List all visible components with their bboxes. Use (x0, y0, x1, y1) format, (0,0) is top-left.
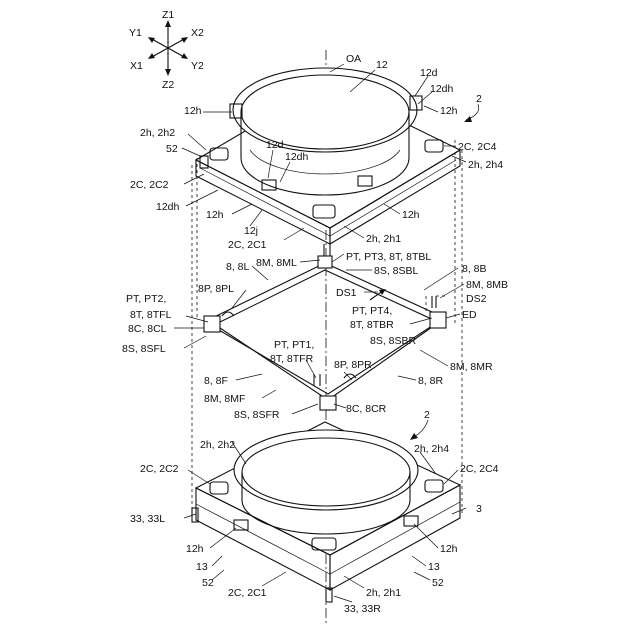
label-m-8-8l: 8, 8L (226, 261, 250, 273)
label-b-2h-2h1: 2h, 2h1 (366, 587, 401, 599)
label-oa: OA (346, 53, 361, 65)
label-top-12j: 12j (244, 225, 258, 237)
label-top-2h-2h4: 2h, 2h4 (468, 159, 503, 171)
label-top-52: 52 (166, 143, 178, 155)
label-m-8-8b: 8, 8B (462, 263, 487, 275)
label-m-8m-8mr: 8M, 8MR (450, 361, 493, 373)
label-top-12d-right: 12d (420, 67, 438, 79)
label-b-33-33l: 33, 33L (130, 513, 165, 525)
axis-y2: Y2 (191, 60, 204, 72)
axis-z1: Z1 (162, 9, 174, 21)
label-top-2h-2h2: 2h, 2h2 (140, 127, 175, 139)
label-b-2c-2c1: 2C, 2C1 (228, 587, 267, 599)
label-m-8s-8sbl: 8S, 8SBL (374, 265, 419, 277)
label-m-8m-8mb: 8M, 8MB (466, 279, 508, 291)
label-m-8t-8tfl: 8T, 8TFL (130, 309, 172, 321)
label-top-12dh-left: 12dh (156, 201, 180, 213)
label-m-8-8f: 8, 8F (204, 375, 228, 387)
label-m-pt-pt1: PT, PT1, (274, 339, 314, 351)
label-b-52-left: 52 (202, 577, 214, 589)
label-top-12dh-right: 12dh (430, 83, 454, 95)
label-b-3: 3 (476, 503, 482, 515)
label-m-pt-pt3: PT, PT3, 8T, 8TBL (346, 251, 431, 263)
label-m-8p-8pr: 8P, 8PR (334, 359, 372, 371)
label-m-8t-8tbr: 8T, 8TBR (350, 319, 394, 331)
label-b-2h-2h2: 2h, 2h2 (200, 439, 235, 451)
label-m-8t-8tfr: 8T, 8TFR (270, 353, 314, 365)
label-top-12d-mid: 12d (266, 139, 284, 151)
label-m-8m-8ml: 8M, 8ML (256, 257, 297, 269)
label-m-8c-8cr: 8C, 8CR (346, 403, 387, 415)
axis-x2: X2 (191, 27, 204, 39)
label-top-12dh-mid: 12dh (285, 151, 309, 163)
label-top-12h-bl: 12h (206, 209, 224, 221)
label-top-12h-br: 12h (402, 209, 420, 221)
label-b-13-left: 13 (196, 561, 208, 573)
label-ref-2-bot: 2 (424, 409, 430, 421)
label-m-pt-pt4: PT, PT4, (352, 305, 392, 317)
label-ref-2-top: 2 (476, 93, 482, 105)
label-m-pt-pt2: PT, PT2, (126, 293, 166, 305)
label-m-8s-8sfl: 8S, 8SFL (122, 343, 166, 355)
label-top-2c-2c1: 2C, 2C1 (228, 239, 267, 251)
upper-holder (196, 68, 460, 244)
label-b-52-right: 52 (432, 577, 444, 589)
label-m-ds2: DS2 (466, 293, 487, 305)
axis-y1: Y1 (129, 27, 142, 39)
axis-z2: Z2 (162, 79, 174, 91)
label-top-12h-right: 12h (440, 105, 458, 117)
label-m-8m-8mf: 8M, 8MF (204, 393, 245, 405)
label-b-12h-left: 12h (186, 543, 204, 555)
label-m-ed: ED (462, 309, 477, 321)
label-m-8s-8sbr: 8S, 8SBR (370, 335, 417, 347)
axis-glyph: Z1 Z2 X2 X1 Y1 Y2 (129, 9, 204, 91)
label-top-2c-2c4: 2C, 2C4 (458, 141, 497, 153)
label-b-2h-2h4: 2h, 2h4 (414, 443, 449, 455)
label-top-2c-2c2: 2C, 2C2 (130, 179, 169, 191)
label-m-8c-8cl: 8C, 8CL (128, 323, 167, 335)
axis-x1: X1 (130, 60, 143, 72)
label-m-8p-8pl: 8P, 8PL (198, 283, 234, 295)
label-m-ds1: DS1 (336, 287, 357, 299)
label-m-8s-8sfr: 8S, 8SFR (234, 409, 280, 421)
label-m-8-8r: 8, 8R (418, 375, 444, 387)
label-b-2c-2c4: 2C, 2C4 (460, 463, 499, 475)
label-b-2c-2c2: 2C, 2C2 (140, 463, 179, 475)
label-b-13-right: 13 (428, 561, 440, 573)
label-top-12h-left: 12h (184, 105, 202, 117)
label-b-33-33r: 33, 33R (344, 603, 381, 615)
label-top-2h-2h1: 2h, 2h1 (366, 233, 401, 245)
label-top-12: 12 (376, 59, 388, 71)
label-b-12h-right: 12h (440, 543, 458, 555)
